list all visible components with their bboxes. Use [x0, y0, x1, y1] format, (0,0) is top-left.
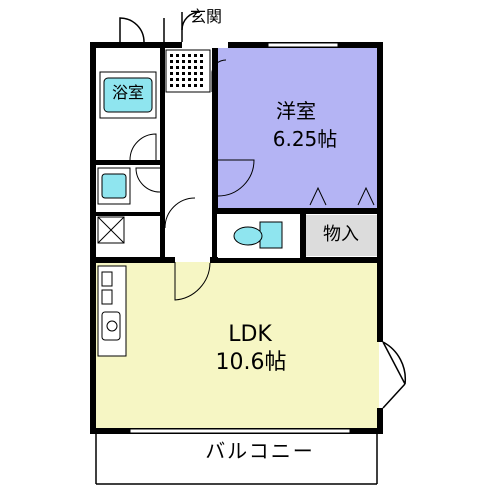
windows	[129, 42, 351, 434]
right-door-swing	[382, 341, 407, 409]
western-room-size: 6.25帖	[272, 127, 338, 151]
bath-door-swing	[129, 133, 157, 161]
entrance-door-swing	[119, 11, 201, 43]
ldk-size: 10.6帖	[215, 350, 287, 375]
entrance-label: 玄関	[189, 7, 222, 26]
corridor-door-swing	[164, 197, 196, 229]
entry-tile-area	[165, 49, 227, 93]
closet-door-marks	[309, 186, 375, 206]
balcony-label: バルコニー	[205, 439, 315, 463]
washroom-door-swing	[135, 167, 161, 193]
storage-label: 物入	[323, 224, 359, 245]
western-room-door-swing	[217, 159, 255, 197]
washbasin-icon	[97, 167, 131, 205]
ldk-name: LDK	[228, 322, 272, 347]
kitchen-counter	[97, 265, 127, 357]
washing-machine-icon	[97, 216, 125, 244]
storage-area	[306, 215, 377, 256]
ldk-door-swing	[174, 262, 211, 301]
toilet-icon	[218, 214, 300, 258]
interior-walls	[96, 48, 383, 263]
ldk-area	[96, 262, 379, 428]
western-room-name: 洋室	[276, 99, 316, 123]
balcony-area	[95, 434, 378, 485]
bathtub-icon	[99, 71, 157, 119]
bath-label: 浴室	[111, 83, 144, 102]
